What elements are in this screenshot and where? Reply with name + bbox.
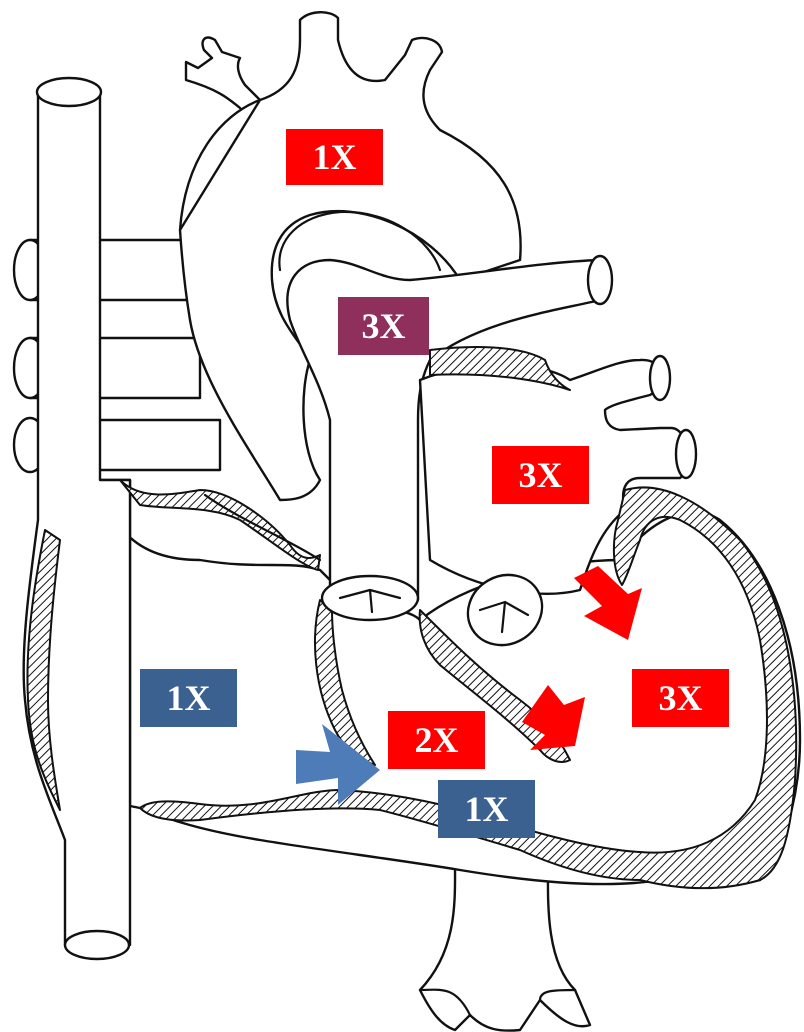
left-pulmonary-artery-end — [588, 256, 612, 304]
descending-aorta — [420, 860, 590, 1031]
inferior-vena-cava-opening — [65, 931, 129, 959]
label-left-ventricle: 3X — [632, 669, 729, 727]
superior-vena-cava-opening — [37, 78, 101, 106]
label-pulmonary-trunk: 3X — [338, 297, 429, 355]
vena-cava — [24, 92, 130, 945]
label-aortic-arch: 1X — [286, 129, 383, 185]
pulmonary-valve — [322, 576, 418, 620]
left-pulmonary-vein-upper — [650, 356, 670, 400]
left-pulmonary-vein-lower — [676, 430, 696, 478]
label-septal-defect: 2X — [388, 711, 485, 769]
label-right-atrium: 1X — [140, 669, 237, 727]
label-left-atrium: 3X — [492, 446, 589, 504]
label-right-ventricle: 1X — [438, 780, 535, 838]
